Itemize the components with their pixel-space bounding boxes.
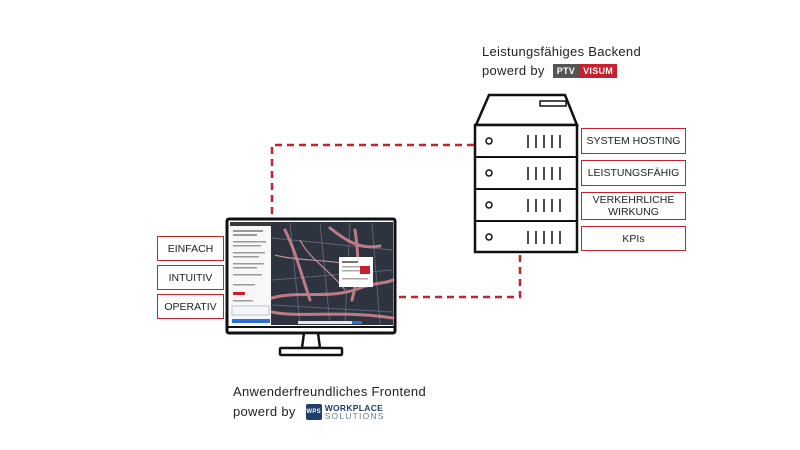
screen-sidebar: [230, 222, 271, 325]
server-icon: [473, 93, 579, 254]
wps-logo-mark: WPS: [305, 404, 322, 420]
wps-logo-line2: SOLUTIONS: [324, 411, 385, 421]
tag-operativ: OPERATIV: [157, 294, 224, 319]
screen-map: [270, 222, 395, 325]
connector-top: [270, 143, 474, 220]
wps-logo-line1: WORKPLACE: [324, 403, 384, 413]
backend-caption-title: Leistungsfähiges Backend: [482, 44, 641, 59]
workplace-solutions-logo: WPS WORKPLACE SOLUTIONS: [305, 403, 385, 421]
backend-caption: Leistungsfähiges Backend powerd by PTV V…: [482, 44, 641, 79]
frontend-caption-powered: powerd by: [233, 404, 296, 419]
tag-system-hosting: SYSTEM HOSTING: [581, 128, 686, 154]
ptv-visum-logo: PTV VISUM: [552, 64, 618, 78]
tag-intuitiv: INTUITIV: [157, 265, 224, 290]
backend-caption-powered: powerd by: [482, 63, 545, 78]
frontend-caption: Anwenderfreundliches Frontend powerd by …: [233, 384, 426, 420]
tag-einfach: EINFACH: [157, 236, 224, 261]
tag-verkehrliche-wirkung: VERKEHRLICHE WIRKUNG: [581, 192, 686, 220]
visum-logo-text: VISUM: [579, 64, 618, 78]
tag-kpis: KPIs: [581, 226, 686, 251]
tag-leistungsfaehig: LEISTUNGSFÄHIG: [581, 160, 686, 186]
frontend-caption-title: Anwenderfreundliches Frontend: [233, 384, 426, 399]
connector-bottom: [396, 255, 522, 299]
ptv-logo-text: PTV: [552, 64, 580, 78]
